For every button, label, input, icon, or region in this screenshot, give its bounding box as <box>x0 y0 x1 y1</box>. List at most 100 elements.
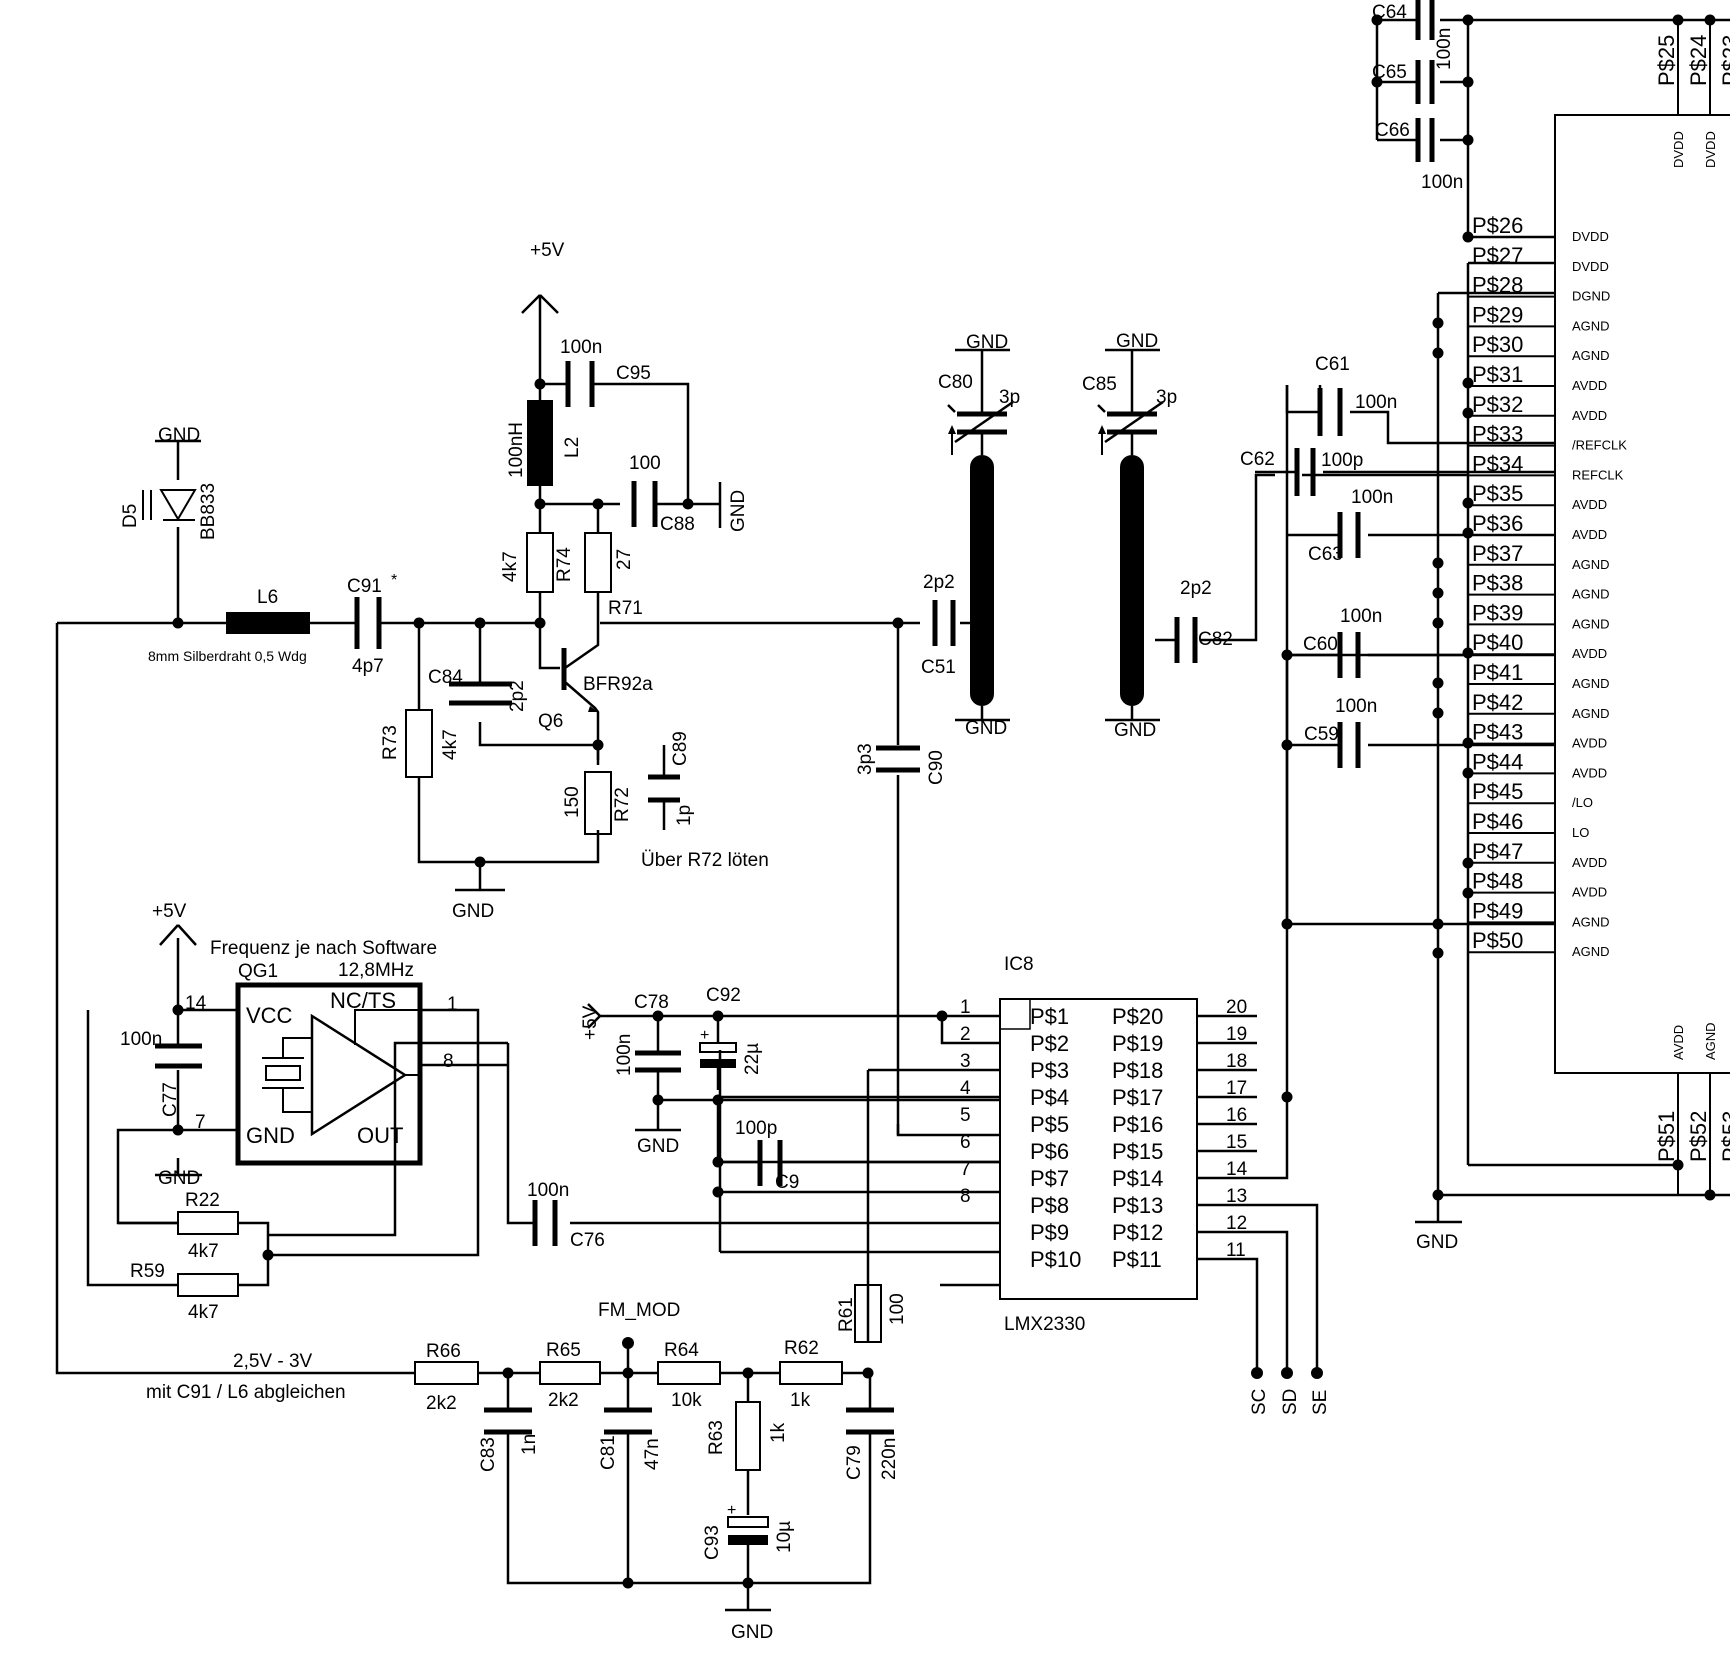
ic8-right-pin-label: P$11 <box>1112 1247 1162 1272</box>
label-r61-value: 100 <box>887 1293 908 1325</box>
label-c82-value: 2p2 <box>1180 578 1212 599</box>
ic8-right-pin-number: 20 <box>1226 997 1247 1018</box>
label-qg1: QG1 <box>238 961 278 982</box>
chip-bottom-pin-signal: AGND <box>1703 1022 1718 1060</box>
chip-pin-label: P$48 <box>1472 869 1523 894</box>
chip-pin-signal: AVDD <box>1572 527 1607 542</box>
label-c89-value: 1p <box>674 805 695 826</box>
chip-pin-label: P$42 <box>1472 690 1523 715</box>
label-c77-value: 100n <box>120 1029 162 1050</box>
label-r74: R74 <box>554 547 575 582</box>
label-c79: C79 <box>844 1445 865 1480</box>
ic8-right-pin-number: 18 <box>1226 1051 1247 1072</box>
chip-pin-label: P$43 <box>1472 720 1523 745</box>
gnd-label: GND <box>728 490 749 532</box>
chip-pin-label: P$26 <box>1472 213 1523 238</box>
label-c51-value: 2p2 <box>923 572 955 593</box>
ic8-right-pin-label: P$15 <box>1112 1139 1163 1164</box>
chip-pin-signal: DGND <box>1572 289 1610 304</box>
chip-pin-label: P$45 <box>1472 779 1523 804</box>
label-fm-mod: FM_MOD <box>598 1300 680 1321</box>
label-loeten: Über R72 löten <box>641 850 769 871</box>
label-l2: L2 <box>562 437 583 458</box>
chip-pin-signal: /LO <box>1572 795 1593 810</box>
gnd-label: GND <box>1116 331 1158 352</box>
label-c83: C83 <box>478 1437 499 1472</box>
label-r63: R63 <box>706 1420 727 1455</box>
chip-pin-label: P$38 <box>1472 571 1523 596</box>
label-r66-value: 2k2 <box>426 1393 457 1414</box>
label-sd: SD <box>1280 1389 1301 1415</box>
chip-pin-signal: DVDD <box>1572 259 1609 274</box>
label-c60: C60 <box>1303 634 1338 655</box>
chip-pin-signal: AVDD <box>1572 855 1607 870</box>
label-r62: R62 <box>784 1338 819 1359</box>
chip-pin-label: P$40 <box>1472 630 1523 655</box>
chip-pin-signal: AVDD <box>1572 646 1607 661</box>
label-c62: C62 <box>1240 449 1275 470</box>
ic8-right-pin-label: P$12 <box>1112 1220 1163 1245</box>
chip-pin-signal: REFCLK <box>1572 467 1624 482</box>
ic8-left-pin-number: 8 <box>960 1186 971 1207</box>
label-r59-value: 4k7 <box>188 1302 219 1323</box>
label-q6: Q6 <box>538 711 563 732</box>
label-c85: C85 <box>1082 374 1117 395</box>
label-r62-value: 1k <box>790 1390 811 1411</box>
gnd-label: GND <box>1114 720 1156 741</box>
label-r22-value: 4k7 <box>188 1241 219 1262</box>
chip-pin-label: P$37 <box>1472 541 1523 566</box>
label-c88: C88 <box>660 514 695 535</box>
label-c63: C63 <box>1308 544 1343 565</box>
ic8-left-pin-number: 3 <box>960 1051 971 1072</box>
label-c76-value: 100n <box>527 1180 569 1201</box>
chip-pin-signal: AGND <box>1572 318 1610 333</box>
chip-pin-label: P$34 <box>1472 451 1523 476</box>
label-l2-value: 100nH <box>506 422 527 478</box>
ic8-right-pin-number: 12 <box>1226 1213 1247 1234</box>
ic8-left-pin-label: P$7 <box>1030 1166 1069 1191</box>
chip-pin-label: P$46 <box>1472 809 1523 834</box>
chip-top-pin-label: P$25 <box>1654 35 1679 86</box>
chip-pin-label: P$36 <box>1472 511 1523 536</box>
label-c78: C78 <box>634 992 669 1013</box>
ic8-right-pin-label: P$13 <box>1112 1193 1163 1218</box>
ic8-left-pin-label: P$9 <box>1030 1220 1069 1245</box>
label-c80: C80 <box>938 372 973 393</box>
chip-pin-signal: LO <box>1572 825 1589 840</box>
label-se: SE <box>1310 1390 1331 1415</box>
label-c80-value: 3p <box>999 387 1020 408</box>
label-r71: R71 <box>608 598 643 619</box>
label-c77: C77 <box>160 1082 181 1117</box>
chip-pin-signal: AGND <box>1572 557 1610 572</box>
chip-pin-label: P$31 <box>1472 362 1523 387</box>
chip-pin-label: P$29 <box>1472 302 1523 327</box>
label-vcc: VCC <box>246 1003 293 1028</box>
ic8-left-pin-label: P$8 <box>1030 1193 1069 1218</box>
power-symbols <box>155 294 1462 1612</box>
chip-pin-label: P$47 <box>1472 839 1523 864</box>
label-pin14: 14 <box>185 993 207 1014</box>
chip-pin-signal: AVDD <box>1572 408 1607 423</box>
ic8-left-pin-number: 7 <box>960 1159 971 1180</box>
chip-pin-signal: AGND <box>1572 616 1610 631</box>
label-v5-qg1: +5V <box>152 901 187 922</box>
label-d5: D5 <box>120 504 141 528</box>
chip-pin-signal: AVDD <box>1572 497 1607 512</box>
ic8-pins: P$11P$22P$33P$44P$55P$66P$77P$88P$9P$10P… <box>960 997 1248 1272</box>
label-c65: C65 <box>1372 62 1407 83</box>
ic8-right-pin-label: P$14 <box>1112 1166 1163 1191</box>
chip-pin-signal: AVDD <box>1572 378 1607 393</box>
gnd-label: GND <box>965 718 1007 739</box>
ic8-right-pin-label: P$17 <box>1112 1085 1163 1110</box>
label-c60-value: 100n <box>1340 606 1382 627</box>
label-c76: C76 <box>570 1230 605 1251</box>
label-c90: C90 <box>926 750 947 785</box>
chip-top-pin-signal: DVDD <box>1703 131 1718 168</box>
ic8-right-pin-number: 16 <box>1226 1105 1247 1126</box>
ic8-right-pin-number: 17 <box>1226 1078 1247 1099</box>
label-c59-value: 100n <box>1335 696 1377 717</box>
label-r63-value: 1k <box>768 1422 789 1443</box>
label-c64-value: 100n <box>1434 28 1455 70</box>
label-sc: SC <box>1249 1389 1270 1415</box>
